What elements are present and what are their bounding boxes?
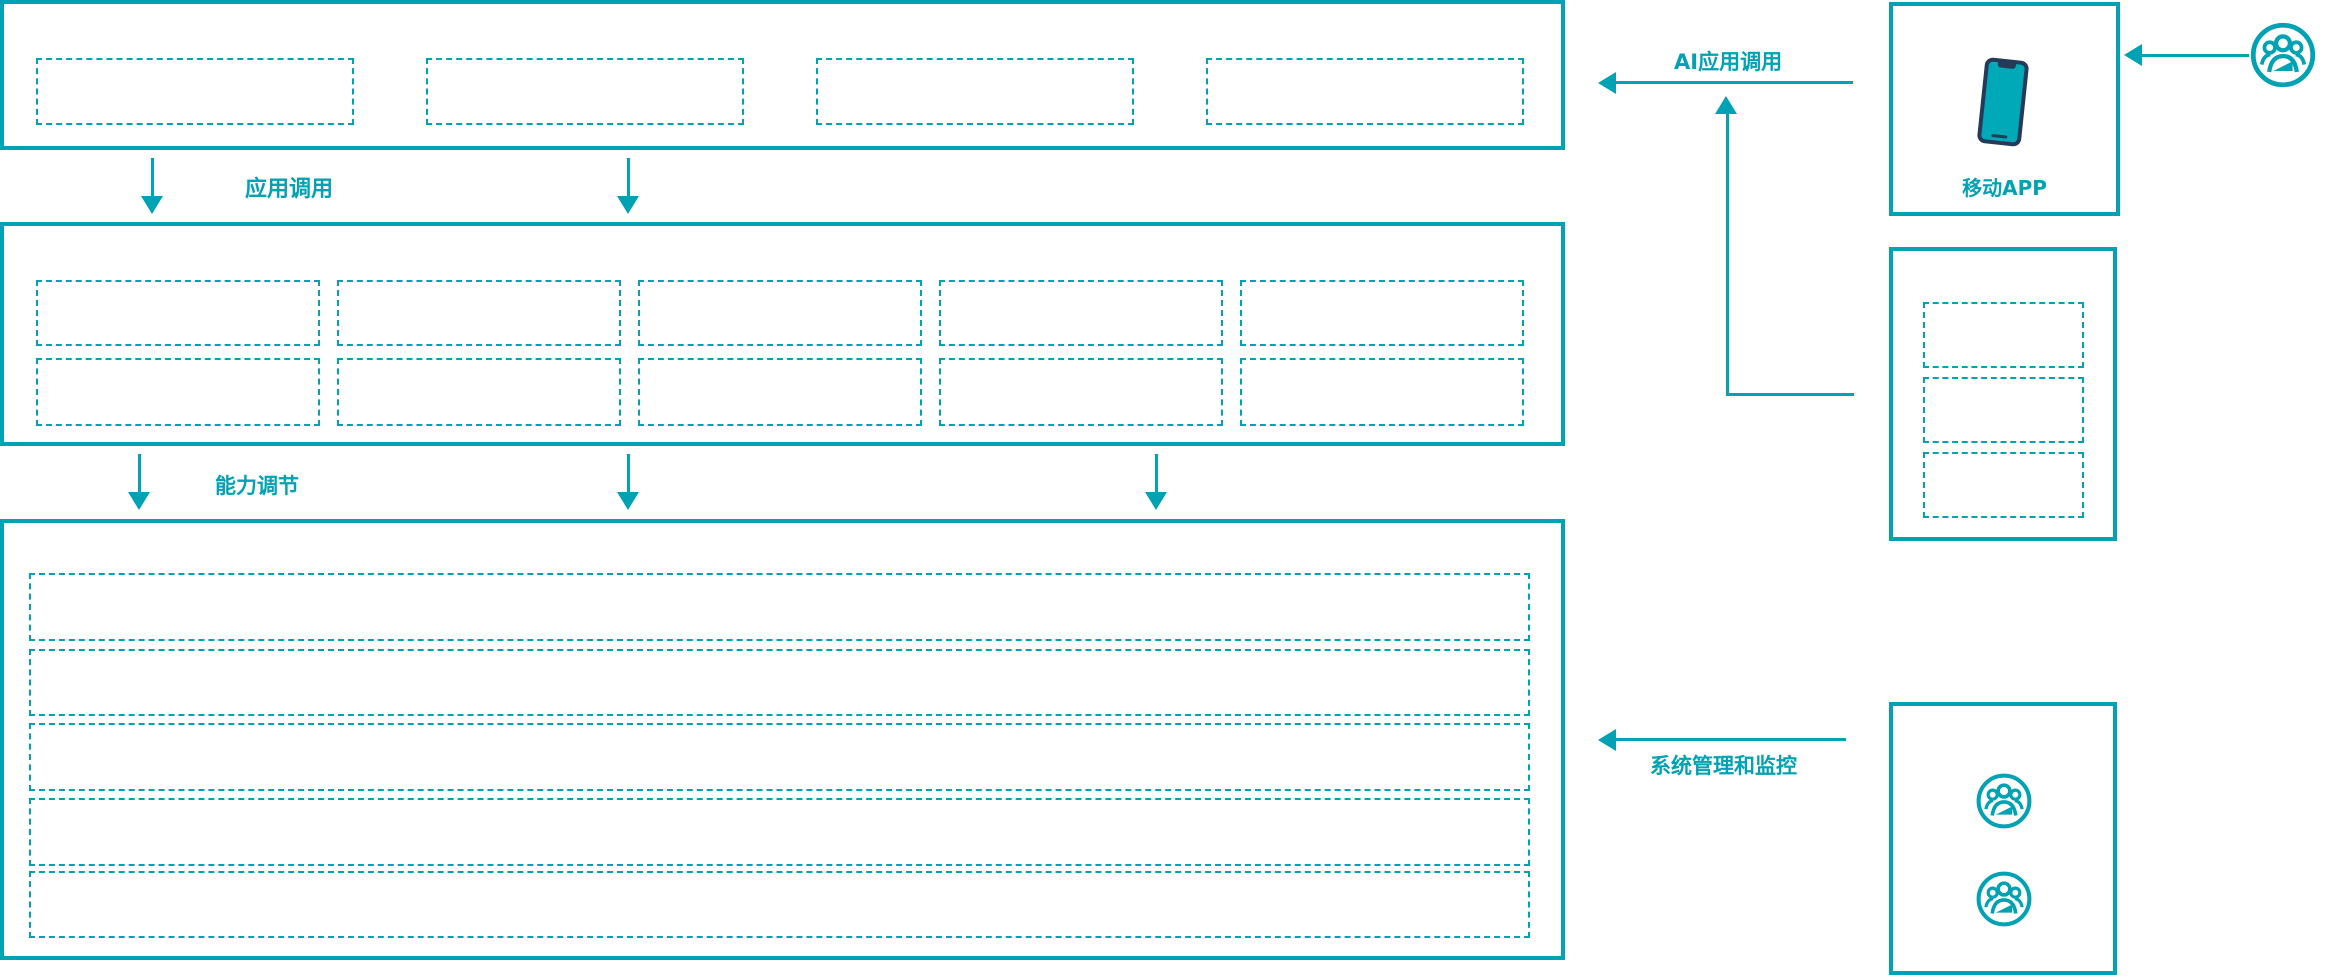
arrow-left-icon <box>1598 729 1616 751</box>
middle-slot-r1c5 <box>1240 280 1524 346</box>
connector-line-horizontal <box>1726 393 1854 396</box>
arrow-down-icon <box>617 492 639 510</box>
user-group-icon <box>2250 22 2316 88</box>
middle-slot-r2c2 <box>337 358 621 426</box>
top-slot-4 <box>1206 58 1524 125</box>
middle-slot-r1c2 <box>337 280 621 346</box>
arrow-line <box>2141 54 2249 57</box>
middle-slot-r2c5 <box>1240 358 1524 426</box>
middle-slot-r2c1 <box>36 358 320 426</box>
arrow-line <box>151 158 154 198</box>
middle-slot-r2c3 <box>638 358 922 426</box>
middle-slot-r2c4 <box>939 358 1223 426</box>
platform-slot-2 <box>1923 377 2084 443</box>
top-slot-2 <box>426 58 744 125</box>
arrow-line <box>627 454 630 494</box>
middle-slot-r1c3 <box>638 280 922 346</box>
user-group-icon <box>1976 871 2032 927</box>
bottom-row-4 <box>29 798 1530 866</box>
arrow-left-icon <box>2124 44 2142 66</box>
arrow-down-icon <box>1145 492 1167 510</box>
arrow-down-icon <box>141 196 163 214</box>
arrow-line <box>1615 738 1846 741</box>
smartphone-icon <box>1976 56 2030 148</box>
phone-homebar <box>1991 133 2008 139</box>
connector-line-vertical <box>1726 112 1729 396</box>
arrow-line <box>1155 454 1158 494</box>
arrow-line <box>627 158 630 198</box>
middle-slot-r1c1 <box>36 280 320 346</box>
arrow-line <box>1615 81 1853 84</box>
arrow-down-icon <box>128 492 150 510</box>
bottom-row-5 <box>29 871 1530 938</box>
bottom-row-3 <box>29 723 1530 791</box>
admin-box <box>1889 702 2117 975</box>
middle-slot-r1c4 <box>939 280 1223 346</box>
phone-notch <box>1997 61 2017 70</box>
top-slot-1 <box>36 58 354 125</box>
app-call-label: 应用调用 <box>245 177 334 202</box>
monitor-label: 系统管理和监控 <box>1650 754 1797 778</box>
mobile-app-label: 移动APP <box>1962 176 2047 200</box>
arrow-line <box>138 454 141 494</box>
platform-slot-3 <box>1923 452 2084 518</box>
arrow-down-icon <box>617 196 639 214</box>
bottom-row-2 <box>29 649 1530 716</box>
arrow-left-icon <box>1598 72 1616 94</box>
capability-label: 能力调节 <box>215 474 299 498</box>
platform-slot-1 <box>1923 302 2084 368</box>
ai-call-label: AI应用调用 <box>1674 50 1783 74</box>
arrow-up-icon <box>1715 96 1737 114</box>
bottom-row-1 <box>29 573 1530 641</box>
top-slot-3 <box>816 58 1134 125</box>
user-group-icon <box>1976 773 2032 829</box>
